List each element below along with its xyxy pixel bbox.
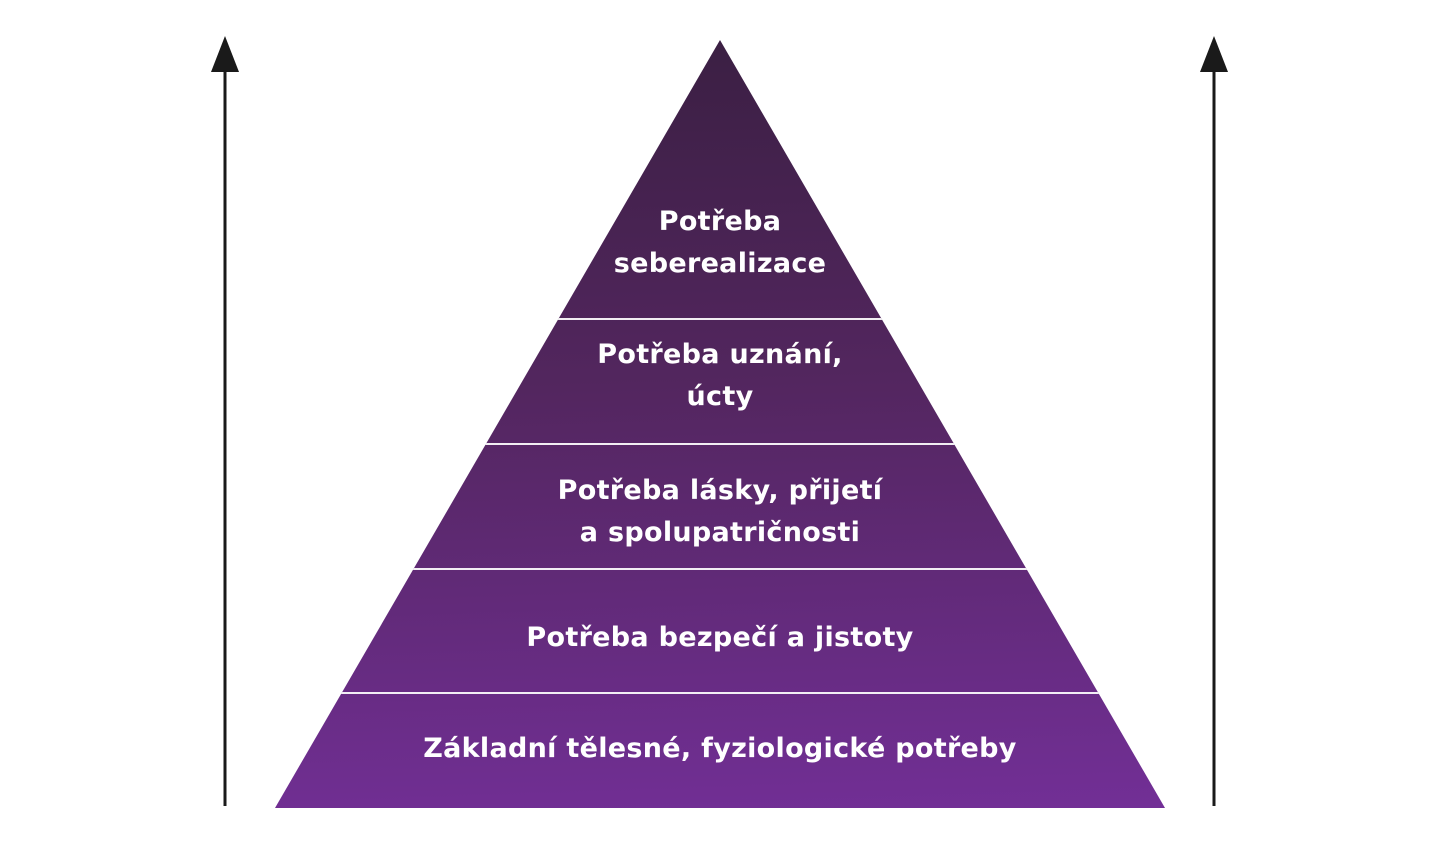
level-divider [275, 443, 1165, 445]
level-divider [275, 568, 1165, 570]
pyramid: Potřeba seberealizace Potřeba uznání, úc… [275, 40, 1165, 808]
up-arrow-right-icon [1200, 36, 1228, 806]
level-divider [275, 692, 1165, 694]
level-divider [275, 318, 1165, 320]
up-arrow-left-icon [211, 36, 239, 806]
pyramid-shape [275, 40, 1165, 808]
